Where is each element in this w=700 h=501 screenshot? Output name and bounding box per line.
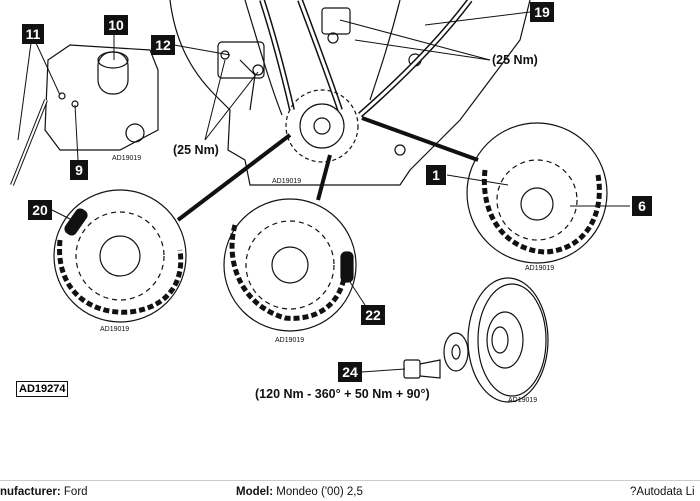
guide-tensioner-bolt <box>327 32 339 44</box>
manufacturer-label: nufacturer: <box>0 486 61 498</box>
chain-tensioner-12 <box>217 41 265 79</box>
right-detail-chain <box>481 169 602 255</box>
center-sprocket-hub <box>313 117 331 135</box>
crank-pulley-rim <box>477 283 547 397</box>
center-sprocket <box>299 103 345 149</box>
footer-copyright: ?Autodata Li <box>630 486 695 498</box>
middle-detail-teeth <box>245 220 335 310</box>
leader-torque-upper-right-b <box>354 39 491 61</box>
callout-10: 10 <box>104 15 128 35</box>
middle-detail-hub <box>271 246 309 284</box>
crank-pulley <box>467 277 549 403</box>
connector-right <box>361 116 479 162</box>
manufacturer-value: Ford <box>63 486 88 498</box>
chain-right <box>358 0 473 118</box>
leader-24 <box>360 368 406 373</box>
engine-block-inner <box>239 59 256 111</box>
leader-1 <box>446 174 509 186</box>
leader-torque-upper-left-b <box>204 71 259 141</box>
callout-20: 20 <box>28 200 52 220</box>
leader-12 <box>173 44 231 56</box>
leader-torque-upper-left-a <box>204 59 226 141</box>
callout-1: 1 <box>426 165 446 185</box>
footer-model: Model: Mondeo ('00) 2,5 <box>236 486 363 498</box>
crank-pulley-inner-hub <box>491 326 509 354</box>
chain-middle-inner <box>298 0 342 111</box>
leader-9 <box>74 104 79 161</box>
code-tensioner: AD19019 <box>112 155 142 162</box>
engine-block-outline <box>169 0 531 186</box>
code-pulley: AD19019 <box>508 397 538 404</box>
callout-6: 6 <box>632 196 652 216</box>
left-detail-sprocket <box>53 189 187 323</box>
callout-11: 11 <box>22 24 44 44</box>
leader-22 <box>349 281 366 306</box>
leader-11a <box>17 42 32 141</box>
washer <box>443 332 469 372</box>
footer-manufacturer: nufacturer: Ford <box>0 486 88 498</box>
leader-20 <box>51 209 73 221</box>
right-detail-teeth <box>496 159 578 241</box>
right-detail-sprocket <box>466 122 608 264</box>
middle-detail-sprocket <box>223 198 357 332</box>
code-mid-detail: AD19019 <box>275 337 305 344</box>
washer-hole <box>451 344 461 360</box>
left-detail-chain <box>57 239 184 315</box>
code-center: AD19019 <box>272 178 302 185</box>
hydraulic-tensioner-plunger-top <box>97 51 129 69</box>
model-value: Mondeo ('00) 2,5 <box>276 486 363 498</box>
torque-upper-right: (25 Nm) <box>492 53 538 67</box>
hydraulic-tensioner-pin-hole-a <box>58 92 66 100</box>
guide-tensioner-upper <box>321 7 351 35</box>
middle-detail-marker <box>340 251 354 283</box>
right-detail-hub <box>520 187 554 221</box>
left-detail-marker <box>64 208 88 236</box>
diagram: 11 10 12 19 9 1 6 20 22 24 (25 Nm) (25 N… <box>10 0 652 404</box>
connector-middle <box>316 154 332 201</box>
code-right-detail: AD19019 <box>525 265 555 272</box>
model-label: Model: <box>236 486 274 498</box>
chain-right-inner <box>359 0 472 117</box>
callout-12: 12 <box>151 35 175 55</box>
figure-id: AD19274 <box>16 381 69 397</box>
leader-torque-upper-right-a <box>339 19 491 61</box>
callout-9: 9 <box>70 160 88 180</box>
left-detail-hub <box>99 235 141 277</box>
leader-19 <box>424 11 531 26</box>
hydraulic-tensioner-body <box>44 44 159 151</box>
left-detail-teeth <box>75 211 165 301</box>
hydraulic-tensioner-plunger <box>97 51 129 95</box>
crank-pulley-hub <box>486 311 524 369</box>
crank-bolt-head <box>403 359 421 379</box>
torque-crank-bolt: (120 Nm - 360° + 50 Nm + 90°) <box>255 387 430 401</box>
middle-detail-chain <box>229 224 349 321</box>
code-left-detail: AD19019 <box>100 326 130 333</box>
torque-upper-left: (25 Nm) <box>173 143 219 157</box>
leader-11b <box>35 42 61 96</box>
callout-24: 24 <box>338 362 362 382</box>
chain-guide-left <box>244 0 283 116</box>
center-detail-circle <box>285 89 359 163</box>
timing-chain-diagram <box>10 0 630 403</box>
callout-19: 19 <box>530 2 554 22</box>
connector-left <box>176 133 292 222</box>
crank-bolt-shank <box>419 359 441 379</box>
hydraulic-tensioner-port <box>125 123 145 143</box>
callout-22: 22 <box>361 305 385 325</box>
chain-guide-right <box>369 0 401 101</box>
locking-pin-inner <box>11 99 47 186</box>
footer: nufacturer: Ford Model: Mondeo ('00) 2,5… <box>0 480 700 501</box>
chain-left-inner <box>260 0 294 111</box>
tensioner-12-bolt-b <box>252 64 264 76</box>
